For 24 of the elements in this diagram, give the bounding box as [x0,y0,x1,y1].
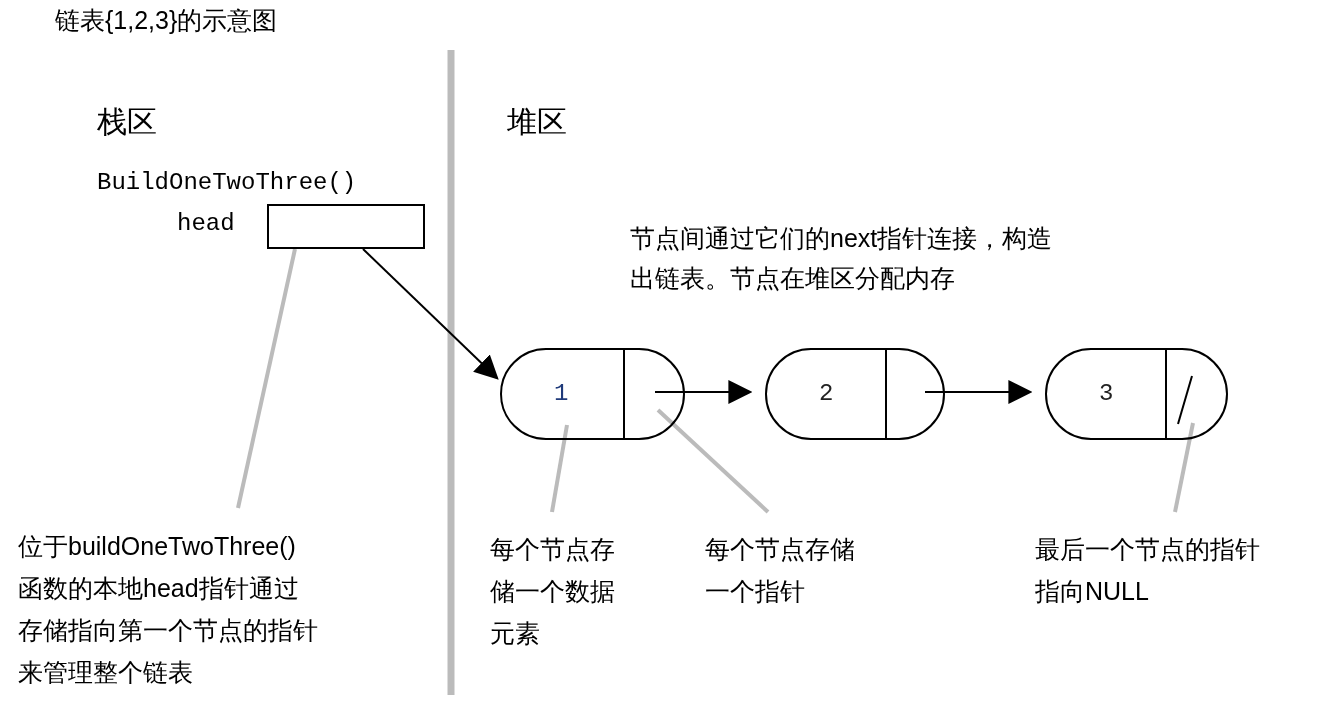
annotation-text: 最后一个节点的指针指向NULL [1035,528,1275,612]
annotation-text: 位于buildOneTwoThree()函数的本地head指针通过存储指向第一个节点的指针来管理整个链表 [18,525,318,693]
title: 链表{1,2,3}的示意图 [55,5,278,36]
node-value: 3 [1099,380,1114,407]
list-node [765,348,945,440]
list-node [1045,348,1228,440]
arrow [654,380,753,404]
leader-line [550,424,569,513]
note-text: 节点间通过它们的next指针连接，构造出链表。节点在堆区分配内存 [630,223,1054,294]
pointer-box [267,204,425,249]
annotation-text: 每个节点存储一个指针 [705,528,865,612]
leader-line [1173,422,1195,513]
function-name: BuildOneTwoThree() [97,168,358,198]
section-heading: 堆区 [507,104,567,140]
leader-line [236,248,297,509]
variable-name: head [177,210,235,237]
section-heading: 栈区 [97,104,157,140]
list-node [500,348,685,440]
node-value: 2 [819,380,834,407]
arrow [362,248,499,380]
arrow [924,380,1033,404]
node-value: 1 [554,380,569,407]
annotation-text: 每个节点存储一个数据元素 [490,528,625,654]
leader-line [656,408,770,514]
